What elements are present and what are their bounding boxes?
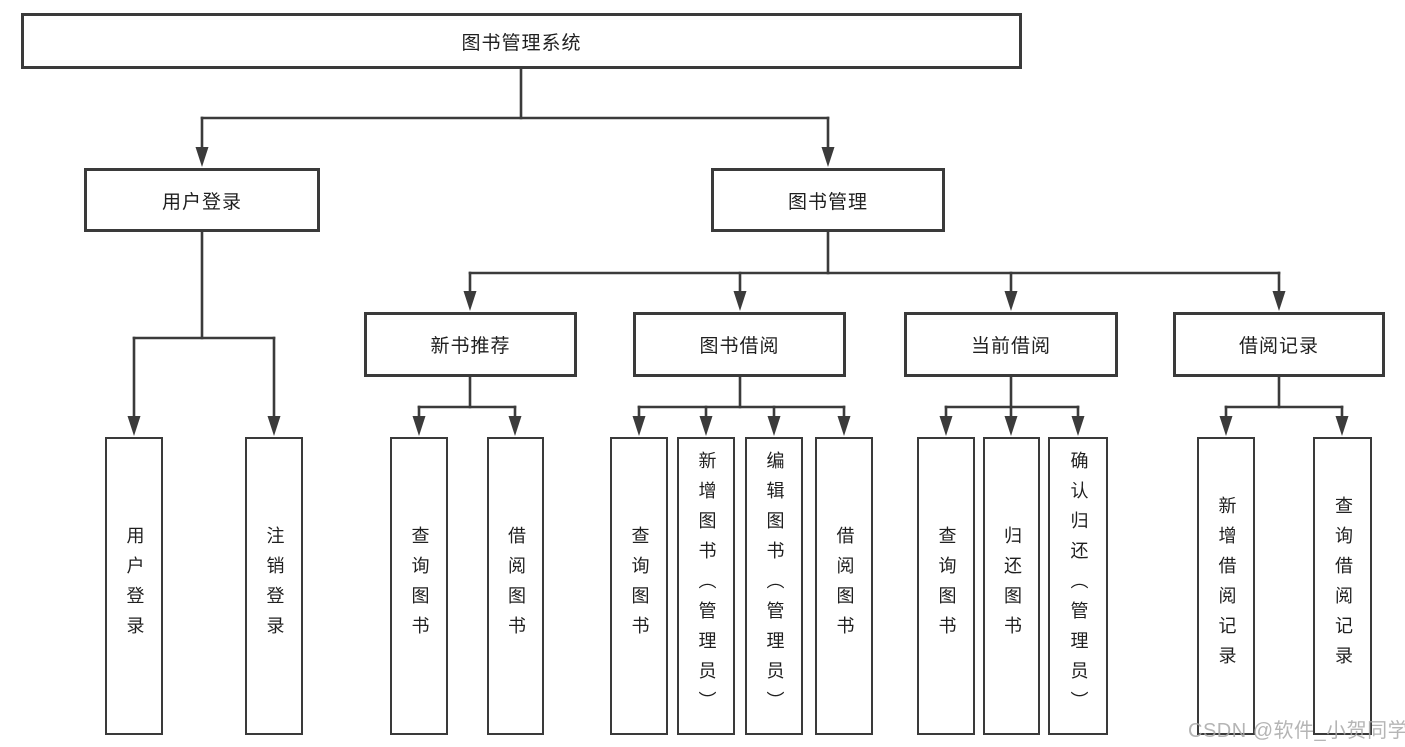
node-book-management: 图书管理: [711, 168, 945, 232]
leaf-confirm-return-admin: 确认归还（管理员）: [1048, 437, 1108, 735]
connector-records-to-leaves: [1219, 375, 1349, 436]
node-new-book-recommend: 新书推荐: [364, 312, 577, 377]
node-root-system: 图书管理系统: [21, 13, 1022, 69]
connector-bookmgmt-to-level3: [463, 230, 1286, 311]
leaf-edit-book-admin: 编辑图书（管理员）: [745, 437, 803, 735]
leaf-add-borrow-record-label: 新增借阅记录: [1216, 496, 1237, 676]
leaf-query-borrow-record-label: 查询借阅记录: [1332, 496, 1353, 676]
node-current-borrowing-label: 当前借阅: [970, 336, 1051, 357]
leaf-current-query-books-label: 查询图书: [936, 526, 957, 646]
leaf-edit-book-admin-label: 编辑图书（管理员）: [764, 451, 785, 721]
node-new-book-recommend-label: 新书推荐: [430, 336, 511, 357]
connector-borrowing-to-leaves: [632, 375, 851, 436]
node-book-management-label: 图书管理: [787, 191, 868, 213]
connector-userlogin-to-leaves: [127, 230, 281, 436]
node-root-system-label: 图书管理系统: [461, 32, 582, 54]
leaf-add-borrow-record: 新增借阅记录: [1197, 437, 1255, 735]
leaf-user-login-label: 用户登录: [124, 526, 145, 646]
leaf-borrowing-borrow-books: 借阅图书: [815, 437, 873, 735]
leaf-return-books-label: 归还图书: [1001, 526, 1022, 646]
leaf-borrowing-query-books-label: 查询图书: [629, 526, 650, 646]
leaf-newbooks-query-books-label: 查询图书: [409, 526, 430, 646]
leaf-current-query-books: 查询图书: [917, 437, 975, 735]
connector-current-to-leaves: [939, 375, 1085, 436]
leaf-newbooks-borrow-books-label: 借阅图书: [505, 526, 526, 646]
leaf-confirm-return-admin-label: 确认归还（管理员）: [1068, 451, 1089, 721]
leaf-borrowing-borrow-books-label: 借阅图书: [834, 526, 855, 646]
connector-newbooks-to-leaves: [412, 375, 522, 436]
leaf-user-login: 用户登录: [105, 437, 163, 735]
leaf-add-book-admin-label: 新增图书（管理员）: [696, 451, 717, 721]
node-book-borrowing: 图书借阅: [633, 312, 846, 377]
leaf-add-book-admin: 新增图书（管理员）: [677, 437, 735, 735]
node-book-borrowing-label: 图书借阅: [699, 336, 780, 357]
node-borrow-records-label: 借阅记录: [1238, 336, 1319, 357]
leaf-logout: 注销登录: [245, 437, 303, 735]
node-user-login: 用户登录: [84, 168, 320, 232]
node-borrow-records: 借阅记录: [1173, 312, 1385, 377]
connector-root-to-level2: [195, 67, 835, 167]
leaf-query-borrow-record: 查询借阅记录: [1313, 437, 1372, 735]
leaf-newbooks-borrow-books: 借阅图书: [487, 437, 544, 735]
leaf-logout-label: 注销登录: [264, 526, 285, 646]
leaf-borrowing-query-books: 查询图书: [610, 437, 668, 735]
leaf-newbooks-query-books: 查询图书: [390, 437, 448, 735]
leaf-return-books: 归还图书: [983, 437, 1040, 735]
node-current-borrowing: 当前借阅: [904, 312, 1118, 377]
csdn-watermark: CSDN @软件_小贺同学: [1188, 720, 1405, 742]
node-user-login-label: 用户登录: [161, 191, 242, 213]
